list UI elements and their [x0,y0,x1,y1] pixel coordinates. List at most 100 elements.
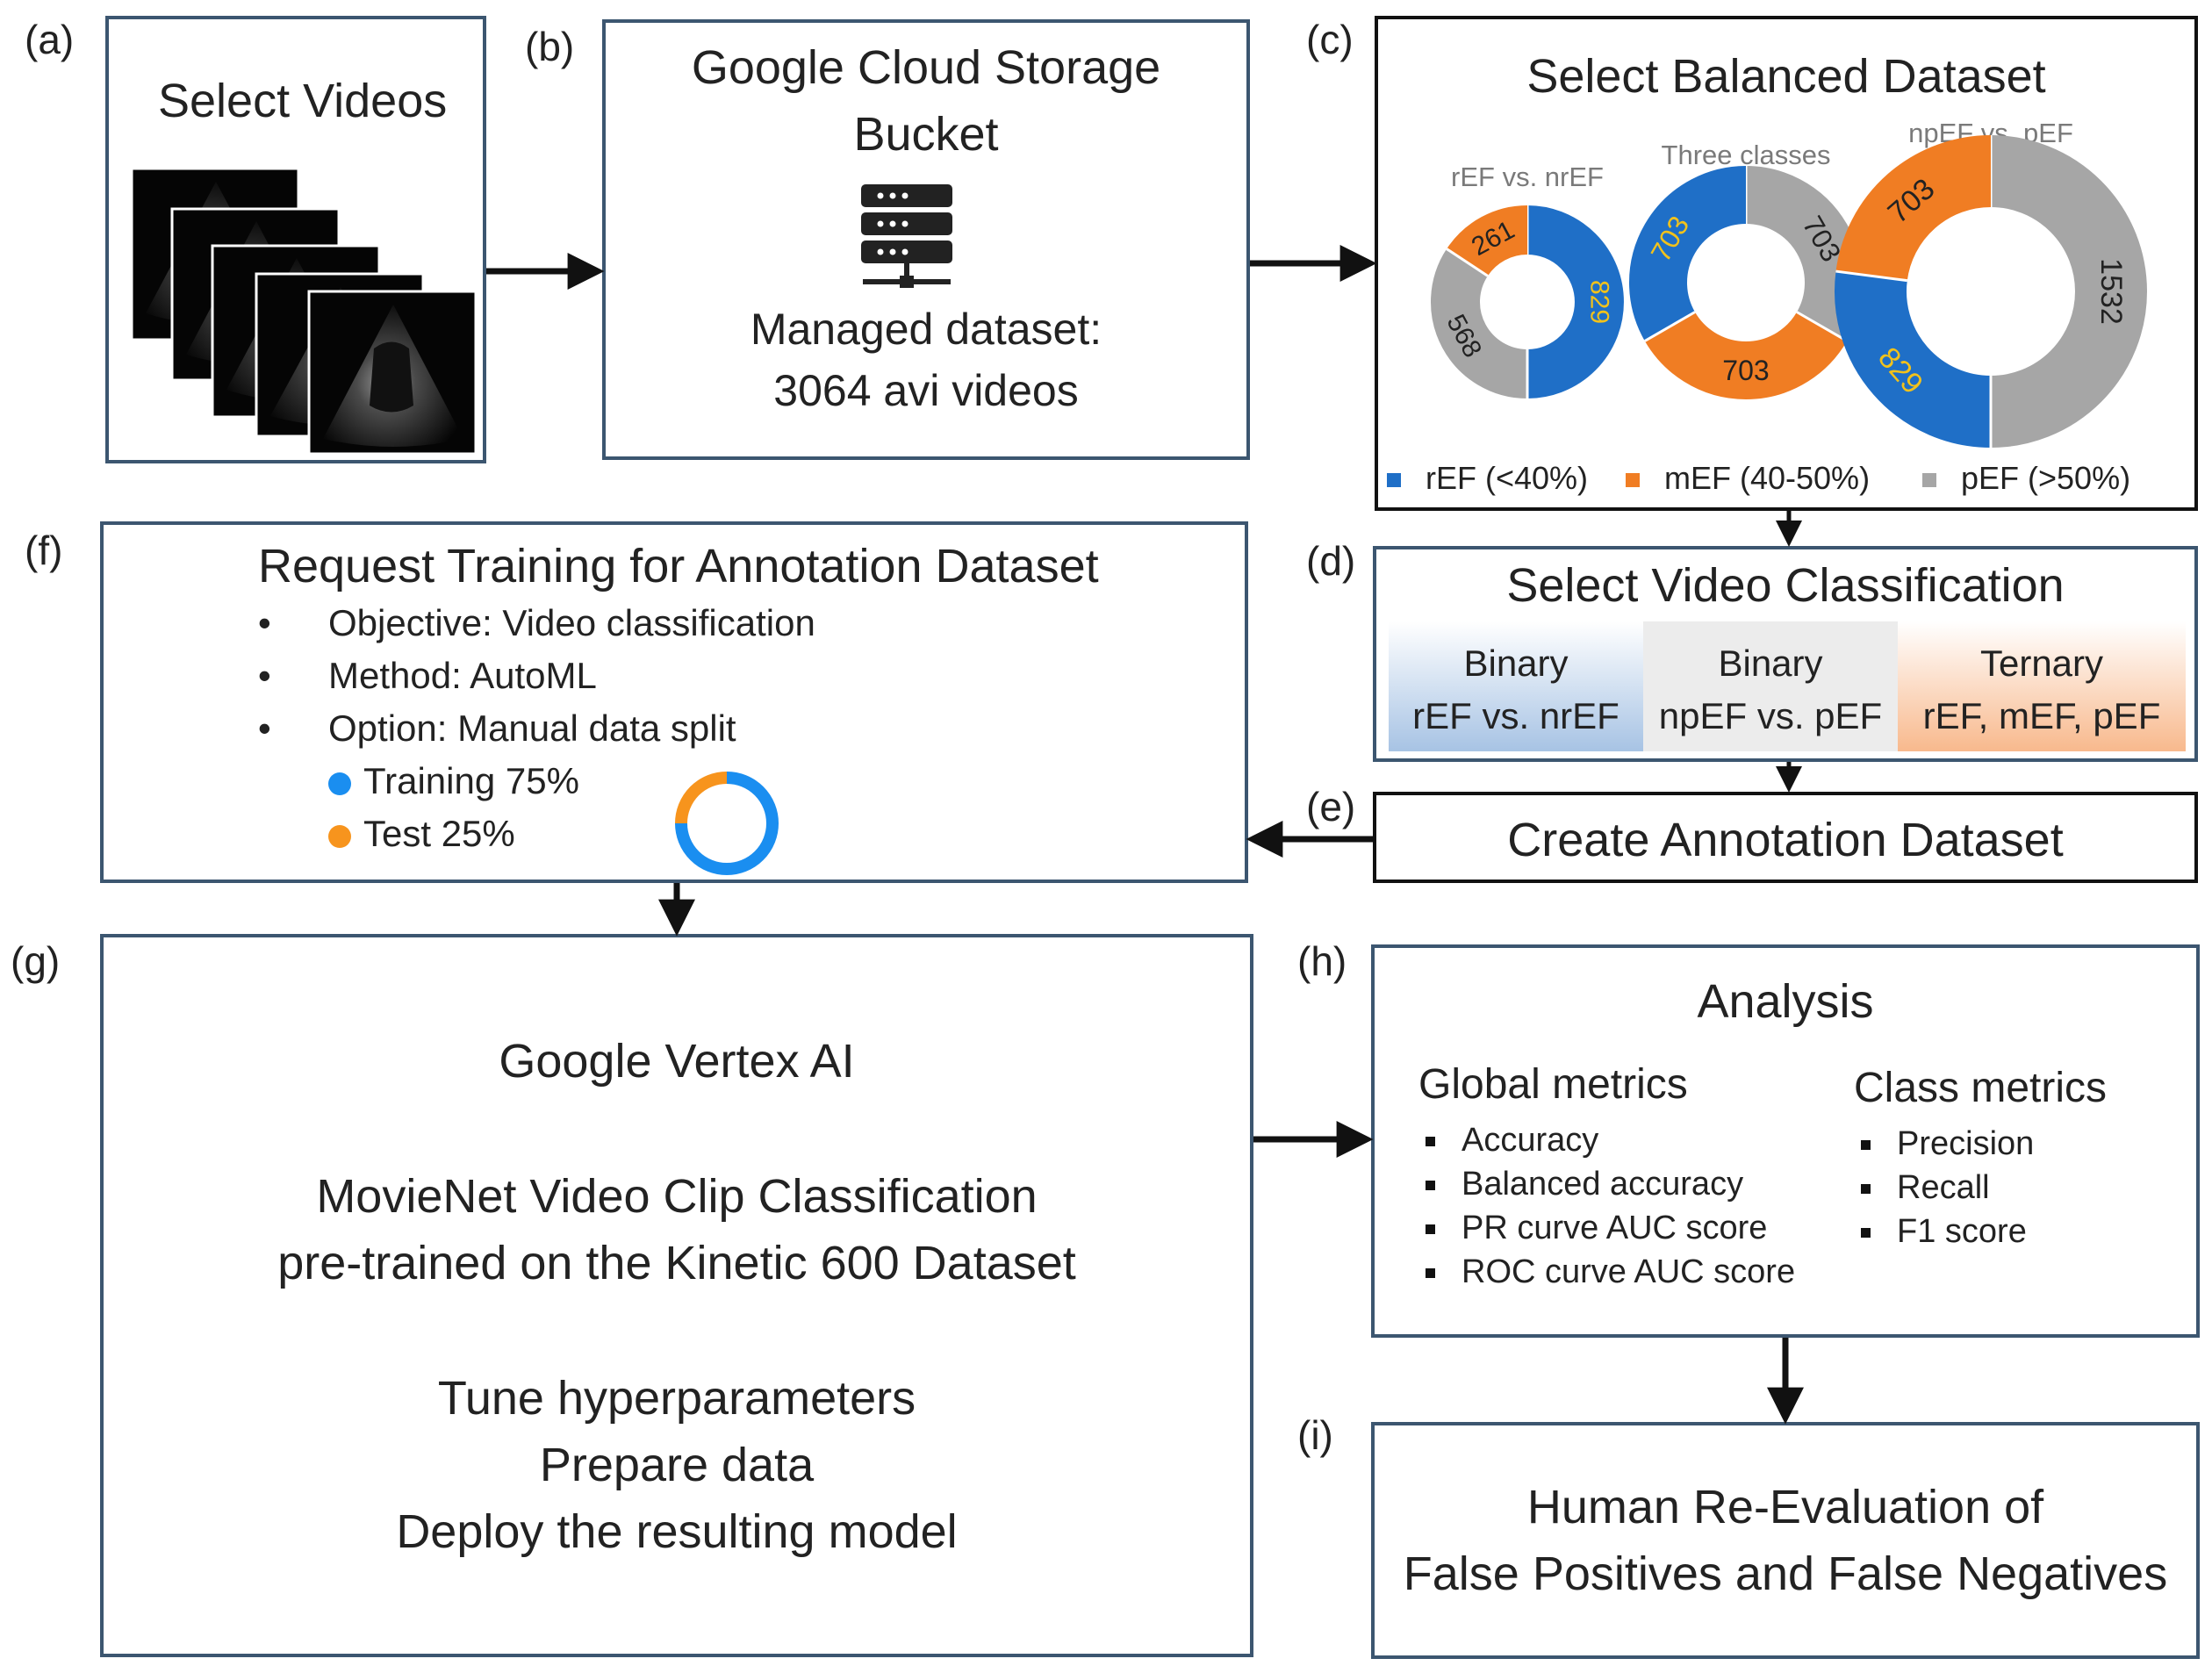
global-metrics-title: Global metrics [1418,1061,1688,1108]
option-binary-ref: Binary rEF vs. nrEF [1389,621,1643,751]
class-metrics-title: Class metrics [1854,1065,2108,1111]
video-classification-title: Select Video Classification [1506,559,2065,612]
split-donut-slice-training [675,772,779,875]
metric-roc-auc-label: ROC curve AUC score [1462,1253,1796,1290]
bullet-square [1426,1181,1435,1191]
bullet-square [1861,1184,1871,1195]
step-tune-hyperparameters: Tune hyperparameters [437,1372,916,1425]
metric-precision: Precision [1861,1125,2034,1163]
metric-balanced-accuracy: Balanced accuracy [1426,1166,1743,1203]
panel-label-e: (e) [1306,784,1356,829]
managed-dataset-label: Managed dataset: [750,305,1102,354]
metric-balanced-accuracy-label: Balanced accuracy [1462,1166,1744,1203]
reevaluation-line1: Human Re-Evaluation of [1526,1481,2044,1533]
donut-1-separator [1644,311,1696,342]
donut-2-slice-pEF [1989,135,2147,448]
legend-ref: rEF (<40%) [1387,460,1588,497]
option-binary-ref-type: Binary [1463,643,1569,684]
legend-mef-label: mEF (40-50%) [1664,460,1871,496]
bullet-dot: • [258,655,271,696]
donut-2-slice-rEF [1835,271,1993,448]
model-name-line1: MovieNet Video Clip Classification [316,1170,1038,1223]
donut-title-ref-vs-nref: rEF vs. nrEF [1451,162,1604,192]
donut-2-separator [1835,269,1907,283]
donut-0-separator [1446,248,1489,277]
vertex-ai-box: Google Vertex AI MovieNet Video Clip Cla… [100,934,1253,1657]
panel-label-g: (g) [11,938,61,984]
donut-1-value-mEF: 703 [1722,355,1769,386]
donut-1-slice-mEF [1644,311,1848,399]
donut-2-slice-mEF [1835,135,1993,282]
server-icon [861,184,952,288]
cloud-storage-title-line1: Google Cloud Storage [691,41,1161,94]
managed-dataset-count: 3064 avi videos [773,366,1079,415]
training-option-item: •Option: Manual data split [258,707,736,750]
panel-label-c: (c) [1306,17,1354,62]
donut-2-value-pEF: 1532 [2094,258,2128,325]
donut-0-slice-mEF [1447,205,1529,277]
legend-ref-swatch [1387,473,1401,488]
split-donut-slice-test [675,772,728,824]
donut-title-three-classes: Three classes [1662,140,1831,170]
donut-1-separator [1796,311,1848,342]
human-reevaluation-box: Human Re-Evaluation of False Positives a… [1371,1422,2200,1659]
method-text: Method: AutoML [328,655,597,696]
option-binary-pef-type: Binary [1718,643,1823,684]
legend-mef-swatch [1626,473,1640,488]
step-prepare-data: Prepare data [539,1439,815,1491]
option-binary-pef-classes: npEF vs. pEF [1658,695,1883,736]
legend-pef-swatch [1922,473,1936,488]
select-videos-title: Select Videos [158,75,448,127]
bullet-square [1861,1228,1871,1239]
annotation-dataset-box: Create Annotation Dataset [1373,792,2198,883]
analysis-title: Analysis [1697,975,1874,1028]
balanced-dataset-title: Select Balanced Dataset [1526,50,2046,103]
step-deploy-model: Deploy the resulting model [396,1505,958,1558]
bullet-square [1426,1224,1435,1235]
metric-roc-auc: ROC curve AUC score [1426,1253,1795,1291]
cloud-storage-title-line2: Bucket [853,108,999,161]
training-method-item: • Method: AutoML [258,655,597,697]
reevaluation-line2: False Positives and False Negatives [1403,1547,2168,1600]
analysis-box: Analysis Global metrics Accuracy Balance… [1371,944,2200,1338]
donut-0-value-rEF: 829 [1585,280,1614,324]
panel-label-d: (d) [1306,538,1356,584]
bullet-square [1861,1140,1871,1151]
bullet-dot: • [258,707,271,749]
annotation-dataset-title: Create Annotation Dataset [1507,814,2064,866]
option-binary-pef: Binary npEF vs. pEF [1643,621,1898,751]
test-dot-icon [328,824,351,848]
bullet-square [1426,1137,1435,1147]
model-name-line2: pre-trained on the Kinetic 600 Dataset [277,1237,1076,1289]
metric-accuracy-label: Accuracy [1462,1122,1599,1159]
bullet-square [1426,1268,1435,1279]
training-split-item: Training 75% [328,760,579,802]
balanced-dataset-box: Select Balanced Dataset rEF vs. nrEF Thr… [1375,16,2198,511]
metric-f1: F1 score [1861,1213,2027,1251]
legend-mef: mEF (40-50%) [1626,460,1870,497]
video-frame-5 [307,290,478,456]
vertex-ai-title: Google Vertex AI [499,1035,855,1088]
metric-recall-label: Recall [1897,1169,1990,1206]
test-split-item: Test 25% [328,813,515,855]
cloud-storage-box: Google Cloud Storage Bucket Managed data… [602,19,1250,460]
echo-video-stack [130,167,478,456]
legend-pef-label: pEF (>50%) [1961,460,2131,496]
legend-ref-label: rEF (<40%) [1426,460,1589,496]
video-classification-box: Select Video Classification Binary rEF v… [1373,546,2198,762]
donut-1-slice-rEF [1629,166,1748,341]
donut-0-slice-rEF [1526,205,1624,399]
metric-pr-auc-label: PR curve AUC score [1462,1210,1768,1246]
bullet-dot: • [258,602,271,643]
metric-accuracy: Accuracy [1426,1122,1598,1160]
legend-pef: pEF (>50%) [1922,460,2130,497]
train-test-split-donut [675,772,779,875]
donut-0-slice-pEF [1431,248,1529,399]
metric-pr-auc: PR curve AUC score [1426,1210,1767,1247]
training-dot-icon [328,772,351,795]
training-objective-item: •Objective: Video classification [258,602,815,644]
panel-label-i: (i) [1297,1412,1333,1458]
option-ternary-classes: rEF, mEF, pEF [1922,695,2161,736]
request-training-box: Request Training for Annotation Dataset … [100,521,1248,883]
panel-label-f: (f) [25,528,63,573]
